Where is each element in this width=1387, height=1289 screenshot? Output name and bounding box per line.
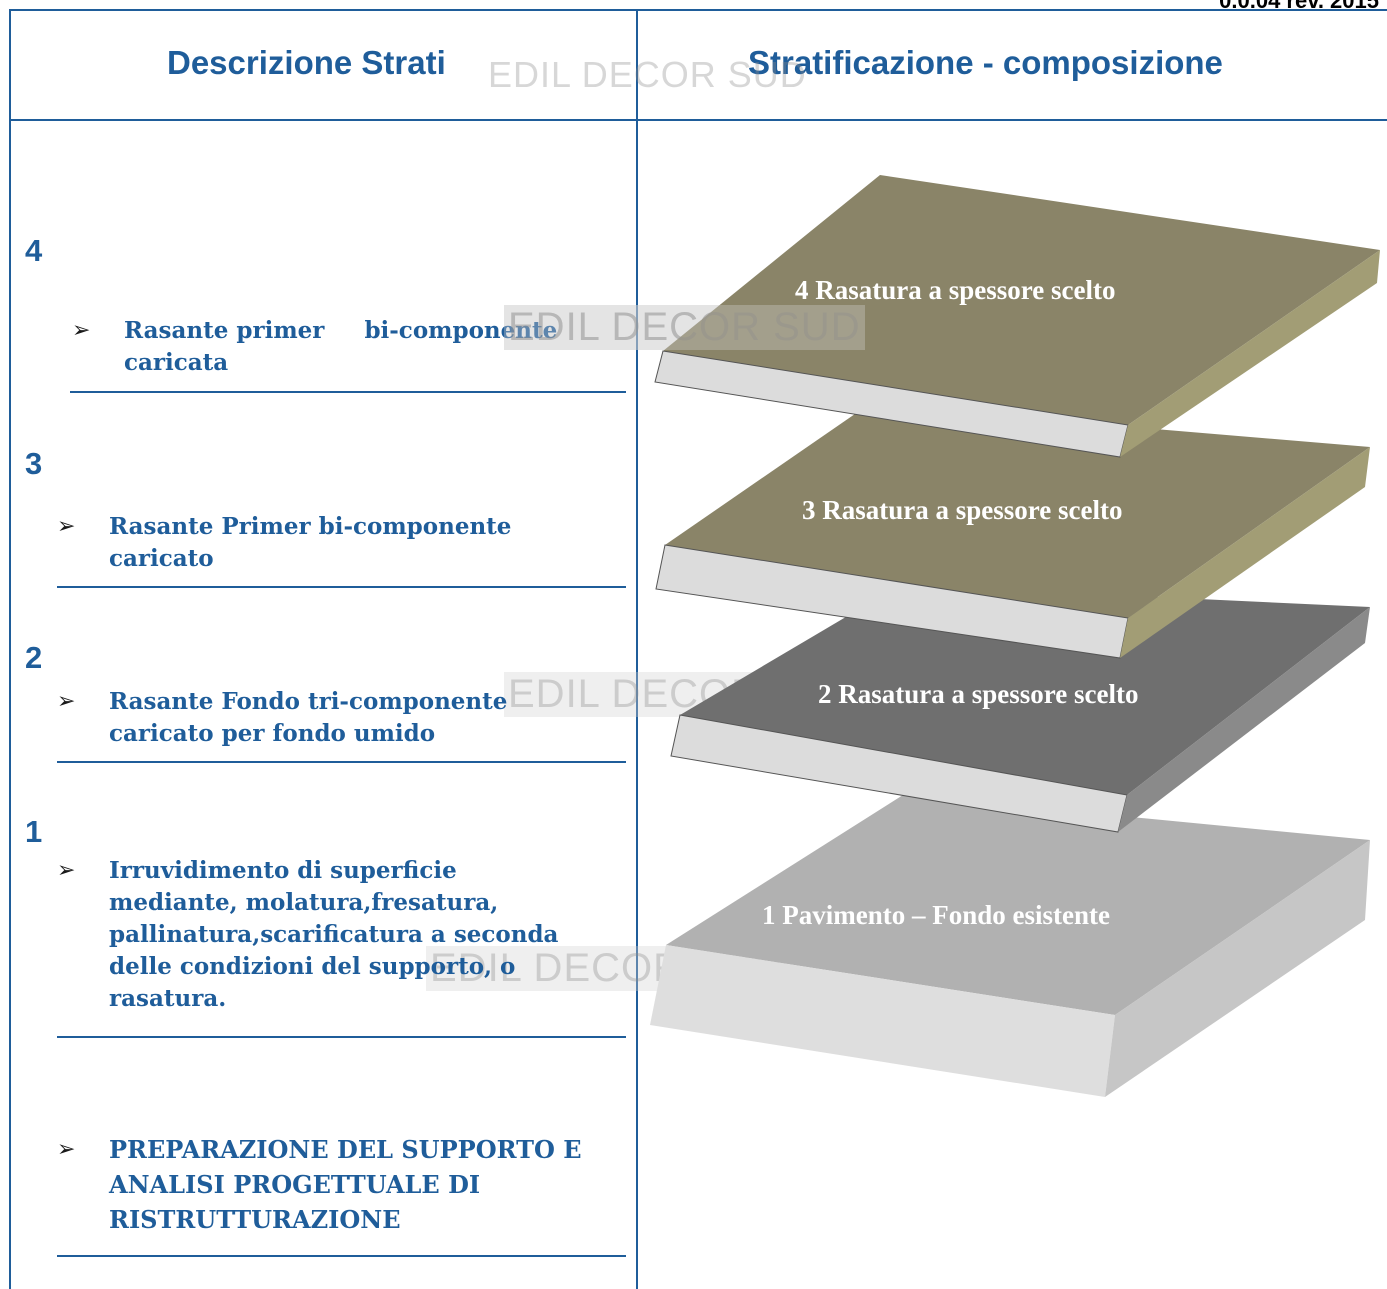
header-stratification: Stratificazione - composizione (748, 44, 1223, 81)
layer-2-slab (670, 585, 1370, 833)
arrow-bullet-icon: ➢ (57, 689, 76, 714)
diagram-label-layer-2: 2 Rasatura a spessore scelto (818, 679, 1139, 709)
support-preparation: ➢ PREPARAZIONE DEL SUPPORTO E ANALISI PR… (57, 1132, 582, 1237)
layer-2-underline (57, 761, 626, 763)
arrow-bullet-icon: ➢ (57, 1137, 76, 1162)
table-border-top (10, 9, 1387, 11)
arrow-bullet-icon: ➢ (57, 858, 76, 883)
table-border-left (9, 9, 11, 1289)
layer-4-slab (654, 175, 1380, 458)
layer-number-2: 2 (25, 640, 43, 675)
layer-description-1: ➢ Irruvidimento di superficie mediante, … (57, 857, 559, 1012)
header-layer-description: Descrizione Strati (167, 44, 446, 81)
layer-number-1: 1 (25, 814, 43, 849)
layer-description-2: ➢ Rasante Fondo tri-componente caricato … (57, 688, 508, 747)
layer-1-slab (650, 795, 1370, 1097)
table-header-divider (10, 119, 1387, 121)
layer-4-underline (70, 391, 626, 393)
layer-3-slab (655, 405, 1370, 659)
diagram-label-layer-1: 1 Pavimento – Fondo esistente (762, 900, 1110, 930)
watermark: EDIL DECOR SUD (504, 305, 865, 350)
layer-description-4: ➢ Rasante primer bi-componente caricata (72, 317, 558, 376)
layer-1-underline (57, 1036, 626, 1038)
watermark: EDIL DECOR SUD (488, 54, 807, 95)
diagram-label-layer-3: 3 Rasatura a spessore scelto (802, 495, 1123, 525)
table-column-divider (636, 9, 638, 1289)
arrow-bullet-icon: ➢ (72, 318, 91, 343)
layer-description-3: ➢ Rasante Primer bi-componente caricato (57, 513, 512, 572)
layer-3-underline (57, 586, 626, 588)
arrow-bullet-icon: ➢ (57, 514, 76, 539)
layer-number-4: 4 (25, 233, 43, 268)
layer-number-3: 3 (25, 446, 43, 481)
support-preparation-underline (57, 1255, 626, 1257)
diagram-label-layer-4: 4 Rasatura a spessore scelto (795, 275, 1116, 305)
